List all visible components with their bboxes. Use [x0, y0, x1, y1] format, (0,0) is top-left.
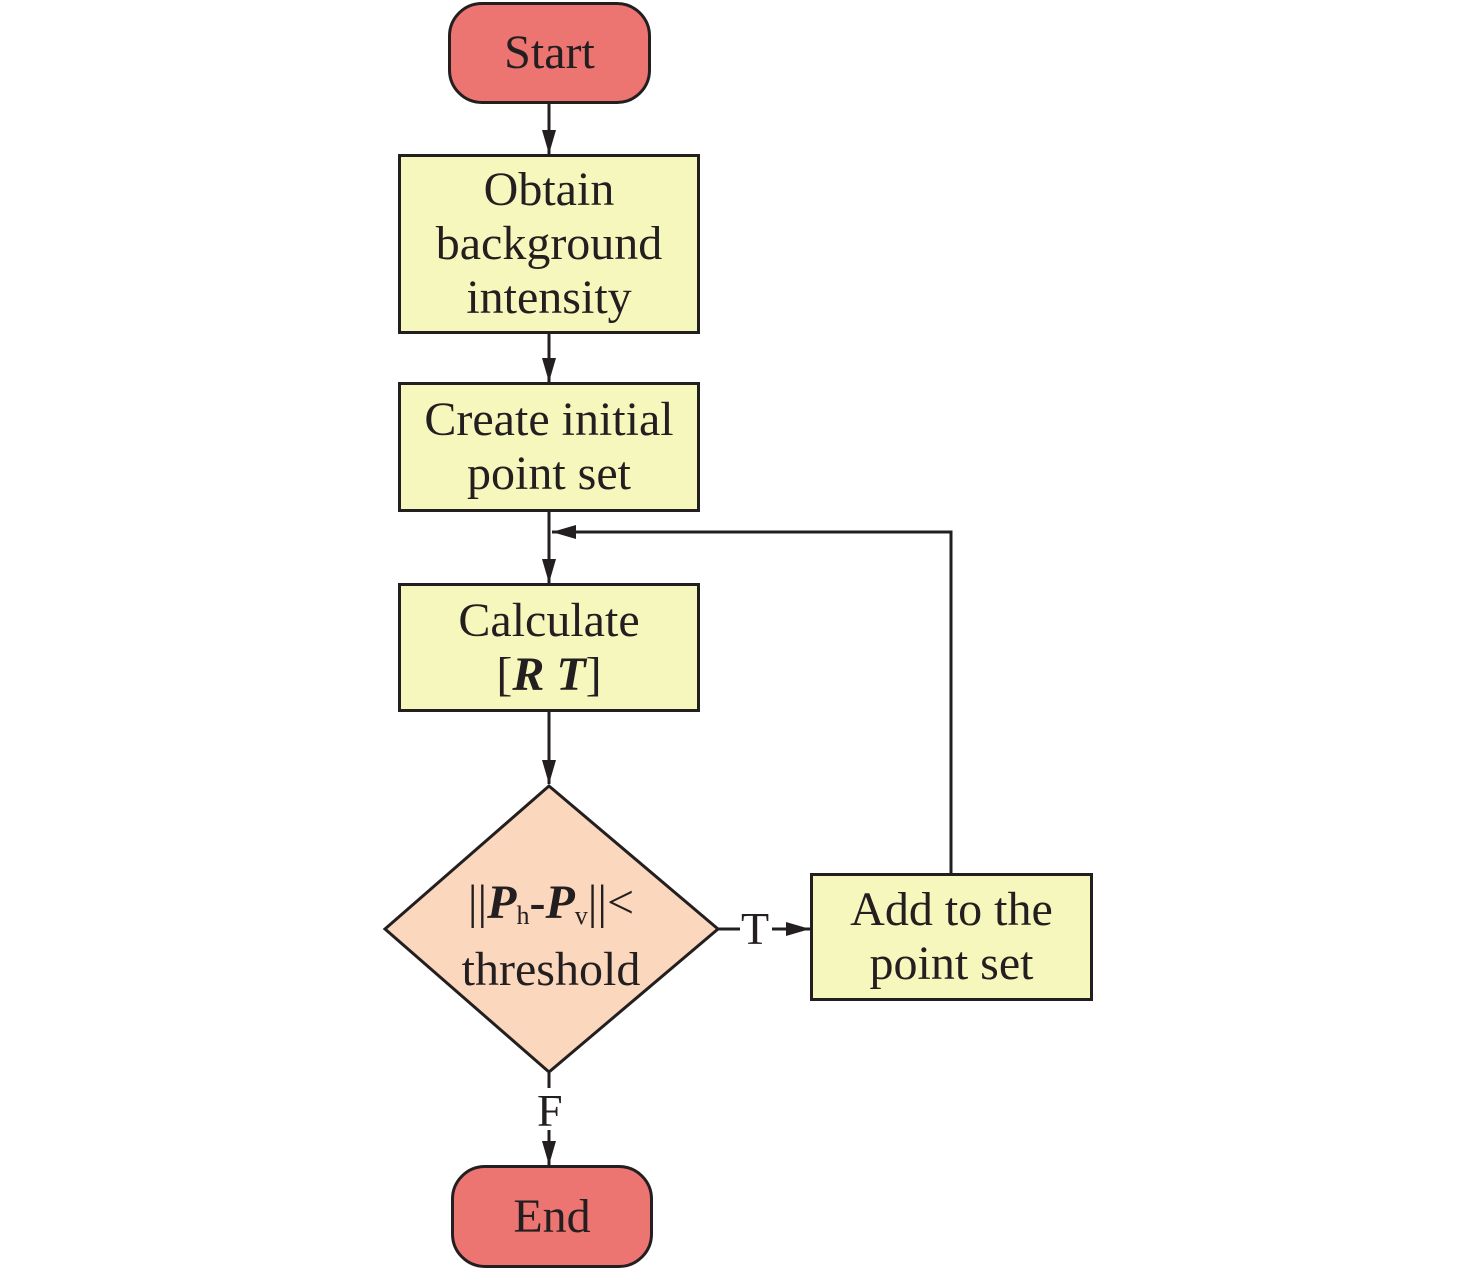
- obtain-background-label: Obtain background intensity: [435, 163, 663, 324]
- bracket-close: ]: [585, 647, 602, 701]
- loop-back-line: [552, 530, 953, 873]
- rt-expression: [R T]: [496, 648, 601, 702]
- create-point-set-node: Create initial point set: [398, 382, 700, 512]
- norm-bars-right: ||<: [587, 876, 635, 929]
- arrowhead-decision: [542, 760, 556, 784]
- norm-bars-left: ||: [467, 876, 488, 929]
- p-v-symbol: P: [545, 876, 575, 929]
- arrowhead-loop: [552, 525, 576, 539]
- p-h-symbol: P: [487, 876, 517, 929]
- threshold-label: threshold: [461, 943, 641, 996]
- create-point-set-label: Create initial point set: [424, 393, 674, 500]
- obtain-background-node: Obtain background intensity: [398, 154, 700, 334]
- end-label: End: [513, 1189, 591, 1243]
- calculate-label: Calculate: [458, 593, 640, 647]
- bracket-open: [: [496, 647, 513, 701]
- r-symbol: R: [512, 647, 545, 701]
- minus-sign: -: [529, 876, 546, 929]
- t-symbol: T: [556, 647, 586, 701]
- add-to-point-set-node: Add to the point set: [810, 873, 1093, 1001]
- subscript-v: v: [574, 901, 588, 930]
- subscript-h: h: [516, 901, 530, 930]
- end-node: End: [451, 1165, 653, 1268]
- arrowhead-create: [542, 358, 556, 382]
- arrowhead-add: [786, 922, 810, 936]
- arrowhead-obtain: [542, 130, 556, 154]
- false-edge-label: F: [537, 1085, 563, 1136]
- arrowhead-end: [542, 1141, 556, 1165]
- arrowhead-calculate: [542, 559, 556, 583]
- start-label: Start: [504, 26, 595, 79]
- add-to-point-set-label: Add to the point set: [850, 883, 1053, 990]
- calculate-node: Calculate [R T]: [398, 583, 700, 712]
- true-edge-label: T: [741, 903, 770, 954]
- decision-label: ||Ph-Pv||< threshold: [384, 876, 718, 997]
- decision-diamond: [382, 784, 721, 1074]
- norm-expression: ||Ph-Pv||<: [384, 876, 718, 943]
- start-node: Start: [448, 2, 651, 104]
